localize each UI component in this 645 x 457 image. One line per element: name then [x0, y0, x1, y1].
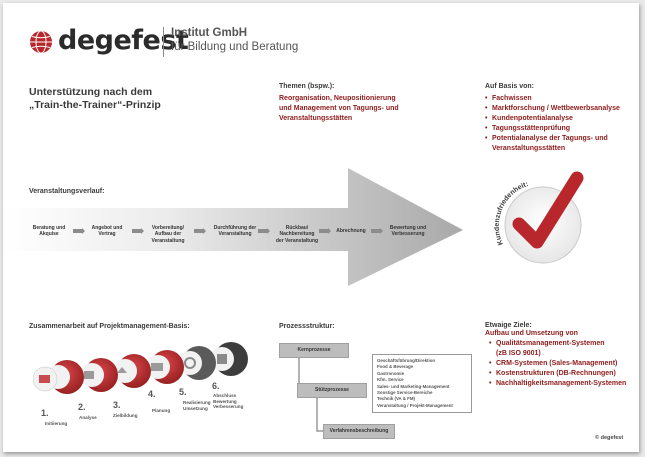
phase-label: Initiierung — [45, 421, 68, 426]
projekt-heading: Zusammenarbeit auf Projektmanagement-Bas… — [29, 323, 190, 330]
prozess-list-item: Geschäftsführung/Direktion — [377, 358, 436, 363]
page: degefest Institut GmbH für Bildung und B… — [3, 3, 639, 452]
prozess-list-item: Veranstaltung / Projekt-Management — [377, 402, 453, 408]
project-phases-graphic — [33, 342, 248, 394]
phase-4-icon — [151, 363, 163, 371]
globe-icon — [30, 30, 52, 54]
phase-number: 4. — [148, 389, 156, 399]
basis-item: Kundenpotentialanalyse — [485, 114, 635, 124]
chevron-right-icon — [73, 228, 85, 234]
prozess-list-item: Kfm. Service — [377, 377, 404, 383]
phase-number: 5. — [179, 387, 187, 397]
phase-2-icon — [84, 371, 94, 379]
phase-label: Realisierung Umsetzung — [183, 400, 211, 411]
ziele-item: Qualitätsmanagement-Systemen (zB ISO 900… — [489, 339, 635, 359]
ziele-item: CRM-Systemen (Sales-Management) — [489, 359, 635, 369]
prozess-list-item: Gastronomie — [377, 370, 405, 376]
ziele-item: Nachhaltigkeitsmanagement-Systemen — [489, 379, 635, 389]
ziele-heading: Etwaige Ziele: — [485, 322, 532, 329]
logo-line2: für Bildung und Beratung — [171, 41, 299, 53]
phase-label: Analyse — [79, 415, 97, 420]
ziele-block: Etwaige Ziele: Aufbau und Umsetzung von … — [485, 322, 635, 389]
verlauf-heading: Veranstaltungsverlauf: — [29, 188, 105, 195]
phase-label: Abschluss Bewertung Verbesserung — [213, 393, 244, 410]
phase-label: Zielbildung — [113, 413, 138, 418]
chevron-right-icon — [132, 228, 144, 234]
satisfaction-check-icon: Kundenzufriedenheit: — [494, 171, 584, 264]
phase-1-icon — [39, 375, 50, 383]
verlauf-step: Beratung und Akquise — [32, 225, 66, 238]
phase-disc — [210, 342, 248, 376]
kernprozesse-box: Kernprozesse — [279, 343, 349, 358]
title-line2: „Train-the-Trainer“-Prinzip — [29, 99, 161, 111]
phase-number: 1. — [41, 408, 49, 418]
themen-line: und Management von Tagungs- und — [279, 105, 399, 112]
basis-item: Tagungsstättenprüfung — [485, 124, 635, 134]
chevron-right-icon — [319, 228, 331, 234]
basis-item: Marktforschung / Wettbewerbsanalyse — [485, 104, 635, 114]
title-line1: Unterstützung nach dem — [29, 86, 153, 98]
verlauf-step: Durchführung der Veranstaltung — [213, 225, 257, 238]
themen-line: Reorganisation, Neupositionierung — [279, 95, 396, 102]
phase-number: 6. — [212, 381, 220, 391]
ziele-sub: Aufbau und Umsetzung von — [485, 330, 578, 337]
ziele-item: Kostenstrukturen (DB-Rechnungen) — [489, 369, 635, 379]
ziele-list: Qualitätsmanagement-Systemen (zB ISO 900… — [489, 339, 635, 389]
phase-6-icon — [217, 354, 227, 364]
verlauf-step: Angebot und Vertrag — [91, 225, 123, 238]
prozess-heading: Prozessstruktur: — [279, 323, 335, 330]
stuetzprozesse-box: Stützprozesse — [297, 383, 367, 398]
chevron-right-icon — [258, 228, 270, 234]
prozess-list-item: Food & Beverage — [377, 364, 414, 370]
page-title: Unterstützung nach dem „Train-the-Traine… — [29, 86, 161, 112]
basis-item: Potentialanalyse der Tagungs- und Verans… — [485, 134, 635, 154]
phase-label: Planung — [152, 408, 171, 413]
logo-wordmark: degefest — [58, 25, 189, 56]
themen-line: Veranstaltungsstätten — [279, 115, 353, 122]
verlauf-step: Vorbereitung/ Aufbau der Veranstaltung — [151, 225, 185, 244]
themen-heading: Themen (bspw.): — [279, 83, 335, 90]
verfahrensbeschreibung-box: Verfahrensbeschreibung — [323, 424, 395, 439]
prozess-list: Geschäftsführung/Direktion Food & Bevera… — [372, 354, 472, 414]
basis-block: Auf Basis von: Fachwissen Marktforschung… — [485, 83, 635, 154]
verlauf-step: Rückbau/ Nachbereitung der Veranstaltung — [275, 225, 319, 244]
logo-line1: Institut GmbH — [171, 27, 248, 39]
verlauf-step: Bewertung und Verbesserung — [389, 225, 427, 238]
prozess-list-item: Sonstige Service-Bereiche — [377, 390, 433, 396]
phase-number: 2. — [78, 402, 86, 412]
prozess-list-item: Sales- und Marketing-Management — [377, 383, 450, 389]
chevron-right-icon — [194, 228, 206, 234]
themen-text: Reorganisation, Neupositionierung und Ma… — [279, 94, 399, 124]
phase-5-icon — [184, 357, 196, 369]
prozess-list-item: Technik (VA & FM) — [377, 396, 415, 402]
copyright: © degefest — [595, 435, 624, 441]
phase-3-icon — [117, 367, 127, 373]
basis-list: Fachwissen Marktforschung / Wettbewerbsa… — [485, 94, 635, 154]
phase-disc — [178, 346, 216, 380]
verlauf-step: Abrechnung — [336, 228, 366, 234]
logo-separator — [163, 27, 164, 57]
chevron-right-icon — [371, 228, 383, 234]
themen-block: Themen (bspw.): Reorganisation, Neuposit… — [279, 83, 399, 124]
process-arrow — [3, 168, 463, 286]
basis-heading: Auf Basis von: — [485, 83, 535, 90]
basis-item: Fachwissen — [485, 94, 635, 104]
phase-number: 3. — [113, 400, 121, 410]
